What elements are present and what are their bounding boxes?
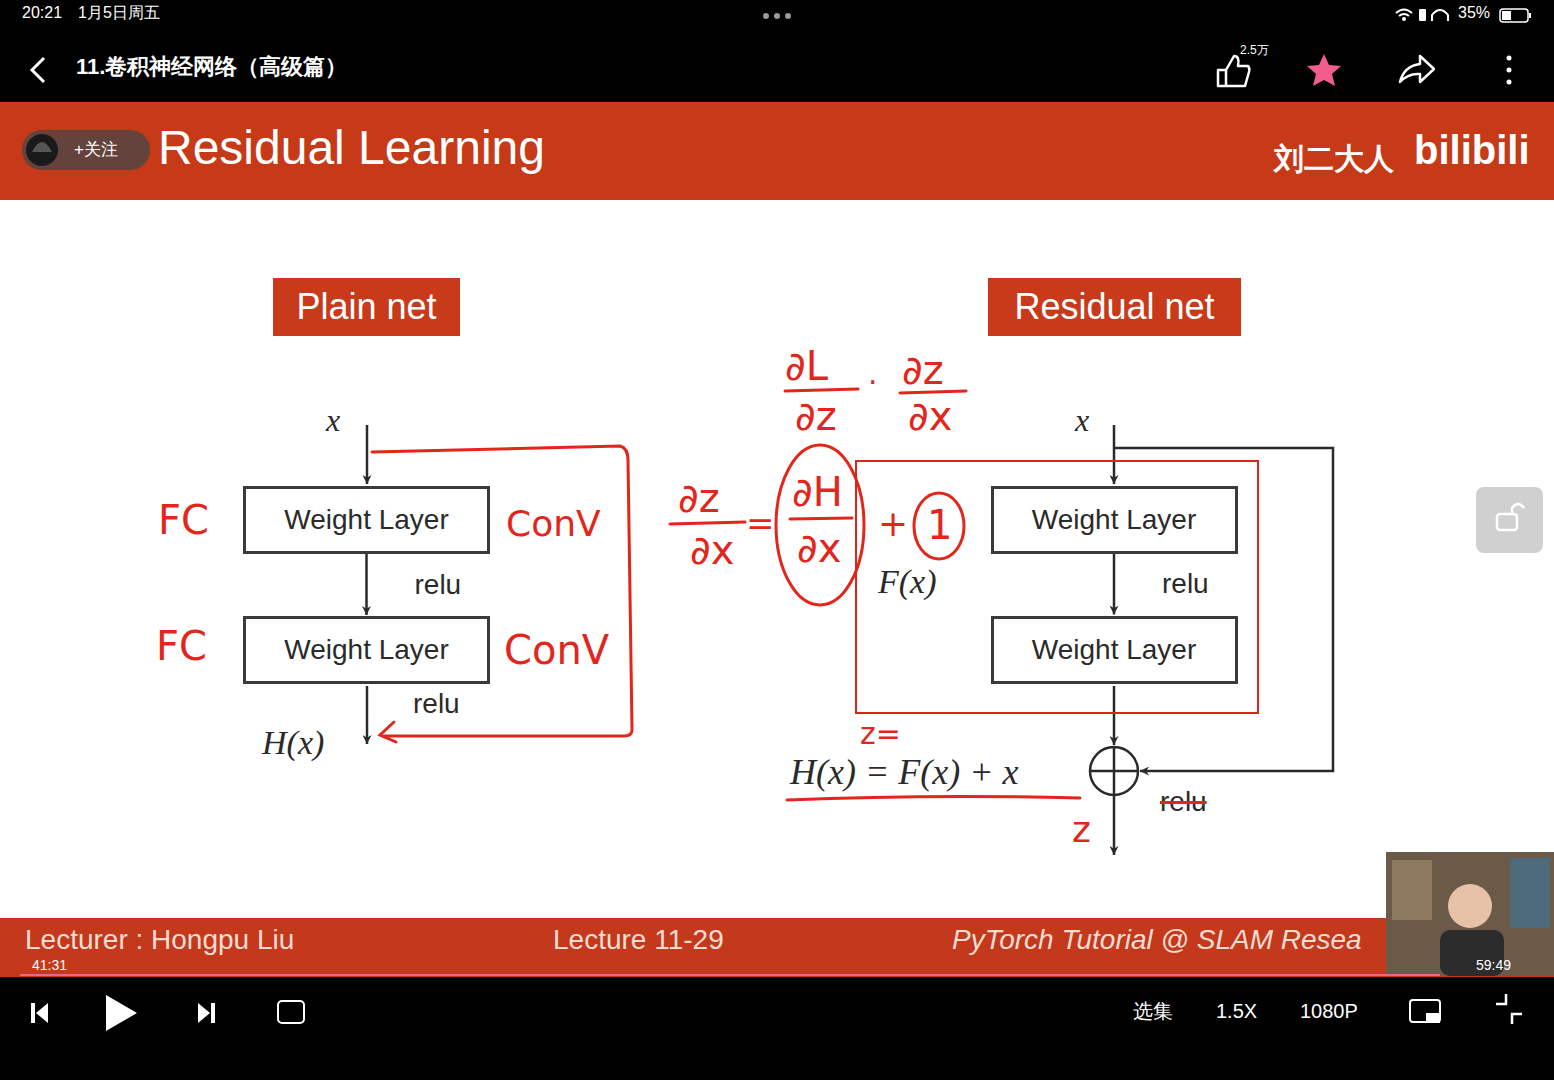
top-bar xyxy=(0,0,1554,102)
handwritten-math: · xyxy=(868,368,878,398)
control-bar xyxy=(0,977,1554,1080)
residual-equation: H(x) = F(x) + x xyxy=(790,754,1018,790)
handwritten-math-marks xyxy=(670,389,1080,800)
handwritten-math: ∂z xyxy=(795,396,837,436)
flow-arrow xyxy=(1113,554,1116,615)
speed-button: 1.5X xyxy=(1216,1001,1257,1021)
handwritten-math: ∂x xyxy=(690,530,734,570)
quality-button: 1080P xyxy=(1300,1001,1358,1021)
handwritten-math: z xyxy=(1072,812,1091,848)
footer-text: PyTorch Tutorial @ SLAM Resea xyxy=(952,926,1362,954)
playback-time: 41:31 xyxy=(32,958,67,972)
layer-box: Weight Layer xyxy=(243,616,490,684)
status-icons xyxy=(763,9,1531,22)
handwritten-math: 1 xyxy=(927,505,952,545)
slide-title: Residual Learning xyxy=(158,124,545,172)
activation-label: relu xyxy=(1160,788,1207,816)
handwritten-math: ∂z xyxy=(678,478,720,518)
handwritten-note: ConV xyxy=(504,630,609,670)
activation-label: relu xyxy=(413,571,464,599)
handwritten-math: ∂L xyxy=(785,346,828,386)
battery-level: 35% xyxy=(1458,5,1490,21)
section-title-box: Plain net xyxy=(273,278,460,336)
handwritten-note: FC xyxy=(158,500,209,540)
output-variable: H(x) xyxy=(262,726,324,760)
player-controls xyxy=(31,994,1522,1031)
node-text: Weight Layer xyxy=(284,506,448,534)
presenter-thumbnail xyxy=(1386,852,1554,976)
handwritten-note: ConV xyxy=(506,506,601,542)
handwritten-note: FC xyxy=(156,626,207,666)
video-duration: 59:49 xyxy=(1476,958,1511,972)
sum-symbol xyxy=(1090,747,1138,795)
slide-body xyxy=(0,200,1554,918)
section-title-box: Residual net xyxy=(988,278,1241,336)
node-text: F(x) xyxy=(878,565,937,599)
video-title: 11.卷积神经网络（高级篇） xyxy=(76,56,347,78)
node-text: Residual net xyxy=(1014,289,1214,325)
handwritten-math: z= xyxy=(860,719,901,749)
slide-footer-band xyxy=(0,918,1554,977)
footer-text: Lecture 11-29 xyxy=(553,926,724,954)
status-date: 1月5日周五 xyxy=(78,5,160,21)
episode-button: 选集 xyxy=(1133,1001,1173,1021)
footer-text: Lecturer : Hongpu Liu xyxy=(25,926,294,954)
follow-button: +关注 xyxy=(74,141,118,158)
slide-header-band xyxy=(0,102,1554,200)
handwritten-math: ∂z xyxy=(902,350,944,390)
node-text: Weight Layer xyxy=(1032,636,1196,664)
like-count: 2.5万 xyxy=(1240,44,1269,56)
channel-name: 刘二大人 xyxy=(1274,144,1394,174)
node-text: Weight Layer xyxy=(284,636,448,664)
layer-box: Weight Layer xyxy=(991,616,1238,684)
handwritten-math: + xyxy=(878,506,908,542)
flow-arrow xyxy=(365,554,368,615)
layer-box: Weight Layer xyxy=(243,486,490,554)
activation-label: relu xyxy=(413,690,460,718)
node-text: Weight Layer xyxy=(1032,506,1196,534)
node-text: Plain net xyxy=(296,289,436,325)
handwritten-math: ∂x xyxy=(797,528,841,568)
progress-bar xyxy=(20,974,1440,976)
handwritten-math: = xyxy=(746,506,775,540)
input-variable: x xyxy=(326,404,340,436)
lock-button xyxy=(1476,487,1543,553)
layer-box: Weight Layer xyxy=(991,486,1238,554)
top-bar-icons xyxy=(32,54,1512,86)
activation-label: relu xyxy=(1160,570,1211,598)
follow-pill xyxy=(22,130,150,170)
handwritten-math: ∂H xyxy=(792,472,843,512)
status-time: 20:21 xyxy=(22,5,62,21)
handwritten-math: ∂x xyxy=(908,396,952,436)
input-variable: x xyxy=(1075,404,1089,436)
plain-net-arrows xyxy=(366,425,369,744)
watermark: bilibili xyxy=(1414,130,1530,170)
